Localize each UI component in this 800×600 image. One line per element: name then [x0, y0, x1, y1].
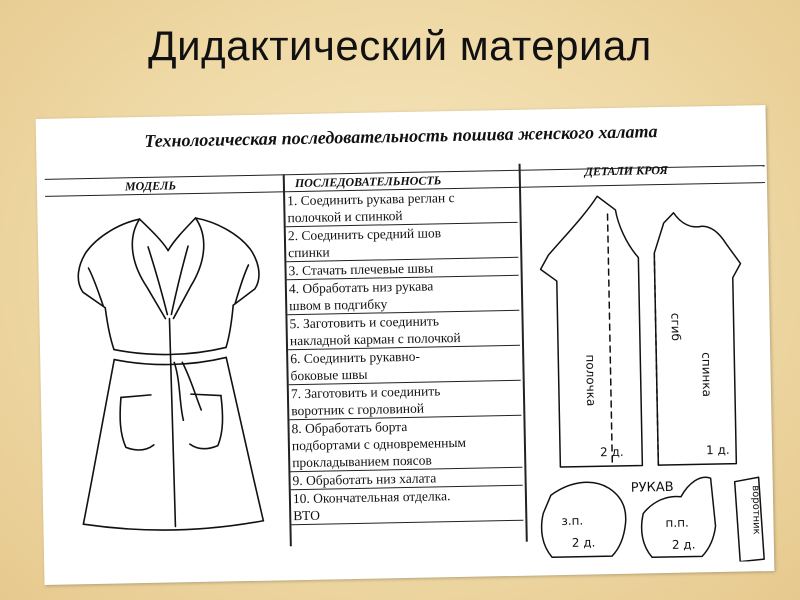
column-header-sequence: ПОСЛЕДОВАТЕЛЬНОСТЬ — [294, 173, 442, 191]
sleeve-front-piece — [640, 476, 717, 559]
sequence-step: 6. Соединить рукавно- боковые швы — [288, 345, 521, 386]
sleeve-label: РУКАВ — [631, 480, 674, 496]
robe-model-drawing — [67, 205, 273, 549]
back-piece-count: 1 д. — [706, 443, 730, 457]
front-piece-outline — [539, 195, 644, 468]
sleeve-back-piece — [540, 481, 627, 558]
back-piece-outline — [653, 212, 742, 466]
document-sheet: Технологическая последовательность пошив… — [35, 105, 775, 585]
sequence-step: 2. Соединить средний шов спинки — [285, 222, 519, 263]
pattern-pieces: полочка 2 д. сгиб спинка 1 д. РУКАВ з.п.… — [525, 181, 772, 566]
document-title: Технологическая последовательность пошив… — [144, 121, 658, 151]
sequence-step: 7. Заготовить и соединить воротник с гор… — [288, 380, 522, 421]
sleeve-front-count: 2 д. — [672, 537, 696, 551]
collar-piece — [733, 476, 765, 563]
back-fold-line — [653, 252, 660, 466]
sequence-step: 4. Обработать низ рукава швом в подгибку — [286, 275, 520, 316]
sleeve-front-label: п.п. — [665, 516, 689, 530]
pattern-sketch: полочка 2 д. сгиб спинка 1 д. РУКАВ з.п.… — [539, 195, 765, 563]
sequence-step: 10. Окончательная отделка. ВТО — [290, 485, 524, 526]
sleeve-back-label: з.п. — [561, 514, 583, 528]
sequence-list: 1. Соединить рукава реглан с полочкой и … — [285, 187, 524, 526]
sequence-step: 1. Соединить рукава реглан с полочкой и … — [285, 187, 518, 228]
sequence-step: 8. Обработать борта подбортами с одновре… — [289, 415, 523, 473]
robe-sketch — [77, 217, 265, 531]
column-header-parts: ДЕТАЛИ КРОЯ — [584, 162, 668, 179]
collar-label: воротник — [750, 485, 762, 535]
sequence-step: 5. Заготовить и соединить накладной карм… — [287, 310, 521, 351]
front-center-line — [606, 213, 614, 465]
slide-title: Дидактический материал — [148, 22, 652, 69]
sleeve-back-count: 2 д. — [572, 535, 596, 549]
front-piece-count: 2 д. — [600, 445, 624, 459]
back-fold-label: сгиб — [668, 313, 683, 341]
back-piece-label: спинка — [699, 352, 714, 397]
column-header-model: МОДЕЛЬ — [124, 178, 177, 194]
front-piece-label: полочка — [583, 354, 598, 406]
